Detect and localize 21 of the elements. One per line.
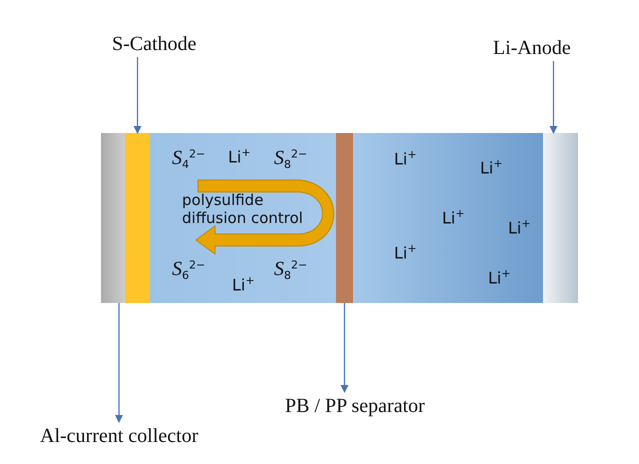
ion-label: Li$^{+}$ [228, 146, 251, 167]
ion-label: Li$^{+}$ [394, 148, 417, 169]
ion-label: Li$^{+}$ [488, 267, 511, 288]
anode-strip [543, 133, 578, 303]
current-collector-strip [101, 133, 125, 303]
callout-label: Li-Anode [493, 38, 571, 58]
callout-label: PB / PP separator [285, 396, 425, 416]
separator-strip [336, 133, 353, 303]
callout-label: Al-current collector [40, 426, 198, 446]
ion-label: Li$^{+}$ [442, 207, 465, 228]
ion-label: Li$^{+}$ [232, 274, 255, 295]
ion-label: Li$^{+}$ [394, 242, 417, 263]
leader-arrow [134, 57, 142, 134]
leader-arrow [550, 61, 558, 134]
cathode-strip [125, 133, 150, 303]
leader-arrow [115, 303, 123, 423]
ion-label: Li$^{+}$ [508, 217, 531, 238]
ion-label: Li$^{+}$ [480, 157, 503, 178]
leader-arrow [340, 303, 348, 393]
callout-label: S-Cathode [112, 34, 196, 54]
arrow-label: polysulfide diffusion control [182, 191, 304, 227]
